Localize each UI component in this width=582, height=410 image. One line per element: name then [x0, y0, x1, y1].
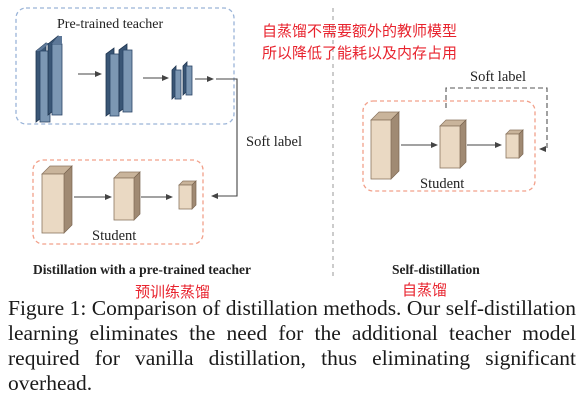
- student-label-left: Student: [92, 228, 136, 244]
- annotation-top-line1: 自蒸馏不需要额外的教师模型: [262, 22, 458, 40]
- annotation-top-line2: 所以降低了能耗以及内存占用: [262, 44, 458, 62]
- student-label-right: Student: [420, 176, 464, 192]
- student-layer-right-3: [505, 129, 524, 159]
- soft-label-right: Soft label: [470, 69, 526, 85]
- student-layer-right-1: [370, 111, 400, 180]
- soft-label-path-right: [445, 87, 548, 152]
- teacher-group-box: [15, 7, 235, 125]
- teacher-label: Pre-trained teacher: [57, 17, 163, 32]
- student-layer-left-2: [113, 171, 141, 221]
- student-layer-right-2: [439, 119, 467, 169]
- teacher-layer-group-3: [171, 61, 193, 100]
- annotation-left: 预训练蒸馏: [135, 283, 211, 301]
- student-layer-left-1: [41, 165, 73, 234]
- student-group-box-left: [32, 159, 204, 245]
- student-group-box-right: [362, 100, 536, 192]
- teacher-layer-group-1: [35, 35, 63, 123]
- student-layer-left-3: [178, 180, 197, 210]
- teacher-layer-group-2: [105, 43, 133, 117]
- annotation-right: 自蒸馏: [402, 281, 448, 299]
- figure-caption: Figure 1: Comparison of distillation met…: [8, 296, 576, 395]
- left-panel-title: Distillation with a pre-trained teacher: [33, 262, 251, 277]
- right-panel-title: Self-distillation: [392, 262, 480, 277]
- soft-label-left: Soft label: [246, 134, 302, 150]
- soft-label-path-left: [211, 78, 238, 199]
